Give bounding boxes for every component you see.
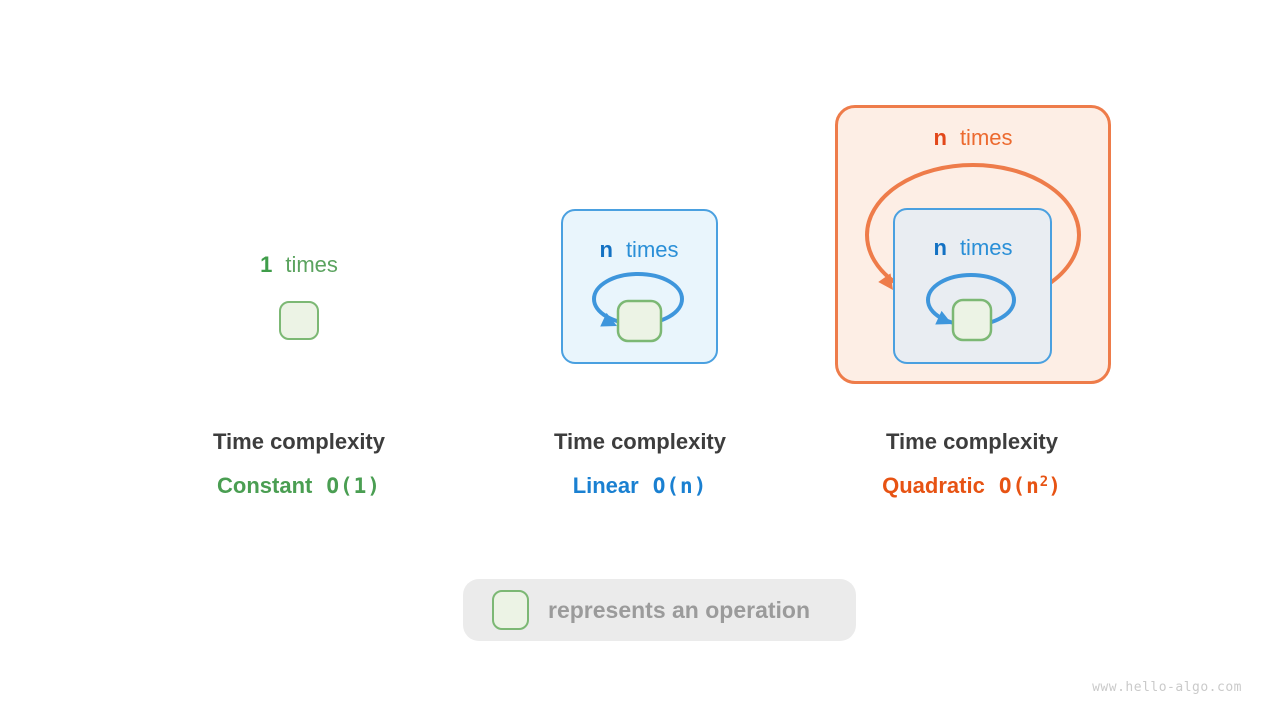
complexity-name: Constant bbox=[217, 473, 313, 498]
loop-count: n bbox=[933, 125, 947, 150]
quadratic-inner-loop-count-label: n times bbox=[823, 235, 1123, 261]
constant-complexity-value: Constant O(1) bbox=[149, 473, 449, 499]
watermark: www.hello-algo.com bbox=[1092, 680, 1242, 695]
loop-count: n bbox=[933, 235, 947, 260]
operation-square-icon bbox=[492, 590, 529, 630]
big-o-notation: O(n2) bbox=[998, 474, 1062, 498]
loop-count-word: times bbox=[285, 252, 338, 277]
linear-complexity-title: Time complexity bbox=[554, 429, 726, 454]
big-o-notation: O(n) bbox=[652, 474, 708, 498]
quadratic-inner-loop-box bbox=[893, 208, 1052, 364]
linear-complexity-value: Linear O(n) bbox=[490, 473, 790, 499]
quadratic-complexity-title: Time complexity bbox=[886, 429, 1058, 454]
loop-count-word: times bbox=[959, 125, 1013, 150]
quadratic-outer-loop-count-label: n times bbox=[823, 125, 1123, 151]
loop-count-word: times bbox=[625, 237, 679, 262]
constant-loop-count-label: 1 times bbox=[149, 252, 449, 278]
constant-complexity-title: Time complexity bbox=[213, 429, 385, 454]
legend: represents an operation bbox=[463, 579, 856, 641]
complexity-name: Linear bbox=[572, 473, 639, 498]
operation-square bbox=[279, 301, 319, 340]
quadratic-complexity-value: Quadratic O(n2) bbox=[822, 473, 1122, 499]
complexity-name: Quadratic bbox=[882, 473, 985, 498]
loop-count: n bbox=[599, 237, 613, 262]
linear-loop-box bbox=[561, 209, 718, 364]
loop-count: 1 bbox=[260, 252, 273, 277]
linear-loop-count-label: n times bbox=[489, 237, 789, 263]
legend-text: represents an operation bbox=[548, 596, 811, 623]
big-o-notation: O(1) bbox=[326, 474, 381, 498]
loop-count-word: times bbox=[959, 235, 1013, 260]
